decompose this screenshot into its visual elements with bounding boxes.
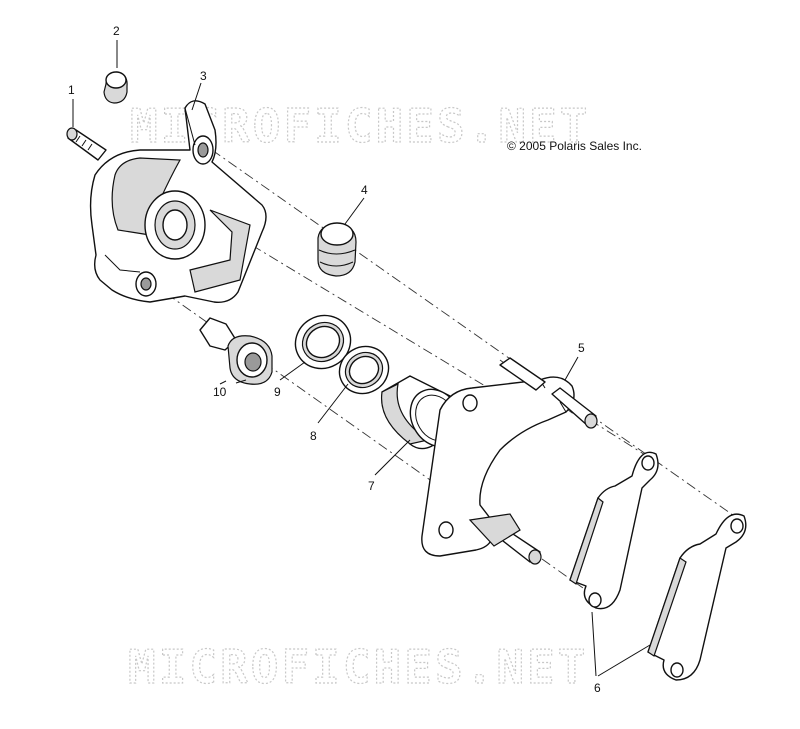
callout-8: 8 bbox=[310, 429, 317, 443]
brake-pad-outer bbox=[647, 513, 747, 681]
callout-2: 2 bbox=[113, 24, 120, 38]
piston-seal-8 bbox=[338, 345, 390, 395]
caliper-bracket bbox=[421, 357, 598, 565]
callout-6: 6 bbox=[594, 681, 601, 695]
callout-9: 9 bbox=[274, 385, 281, 399]
leader-lines bbox=[72, 40, 651, 677]
pin-boot-upper bbox=[317, 222, 357, 277]
callout-1: 1 bbox=[68, 83, 75, 97]
bleeder-cap bbox=[103, 71, 128, 104]
caliper-body bbox=[89, 100, 267, 303]
bleeder-screw bbox=[66, 127, 107, 161]
callout-7: 7 bbox=[368, 479, 375, 493]
callout-4: 4 bbox=[361, 183, 368, 197]
callout-3: 3 bbox=[200, 69, 207, 83]
guide-pin-with-boot bbox=[199, 317, 273, 385]
copyright-text: © 2005 Polaris Sales Inc. bbox=[507, 139, 642, 153]
callout-5: 5 bbox=[578, 341, 585, 355]
watermark-bottom: MICROFICHES.NET bbox=[128, 640, 588, 694]
callout-10: 10 bbox=[213, 385, 227, 399]
brake-pad-inner bbox=[569, 451, 659, 610]
callout-labels: 1 2 3 4 5 6 7 8 9 10 bbox=[68, 24, 601, 695]
piston-seal-9 bbox=[294, 314, 352, 370]
